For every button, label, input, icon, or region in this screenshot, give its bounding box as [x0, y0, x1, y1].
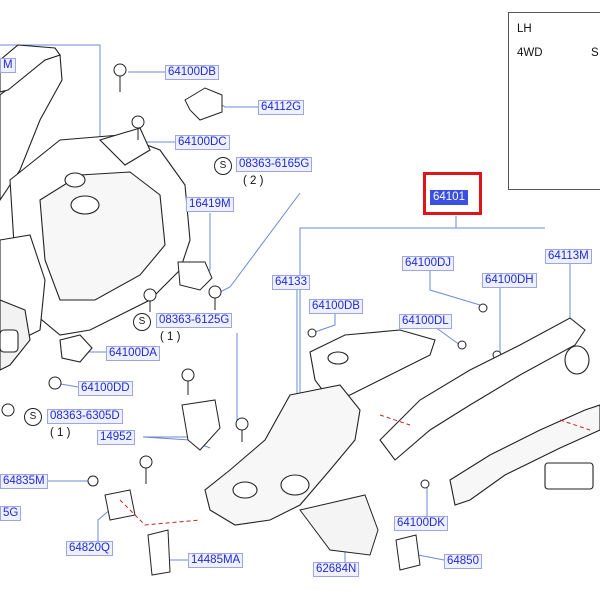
part-label-62684n[interactable]: 62684N	[313, 562, 360, 577]
part-label-64100dc[interactable]: 64100DC	[175, 135, 230, 150]
leader-14952	[143, 420, 191, 438]
part-label-5g[interactable]: 5G	[0, 506, 22, 521]
part-label-64133[interactable]: 64133	[272, 275, 310, 290]
part-label-64100db-b[interactable]: 64100DB	[309, 299, 363, 314]
left-apron-assembly	[0, 44, 191, 371]
standard-part-symbol: S	[214, 157, 232, 175]
front-side-member	[204, 317, 600, 526]
leader-64850	[417, 554, 445, 561]
quantity-6125g: ( 1 )	[160, 331, 181, 343]
part-label-m-top[interactable]: M	[0, 58, 16, 73]
standard-part-symbol: S	[133, 313, 151, 331]
quantity-6305d: ( 1 )	[50, 427, 71, 439]
part-label-64100dl[interactable]: 64100DL	[399, 314, 452, 329]
part-label-64101[interactable]: 64101	[430, 190, 468, 205]
part-label-64100db[interactable]: 64100DB	[165, 65, 219, 80]
brackets	[104, 87, 421, 576]
part-label-64850[interactable]: 64850	[444, 554, 482, 569]
highlight-box	[423, 172, 482, 215]
leader-64101	[299, 216, 457, 420]
part-label-64835m[interactable]: 64835M	[0, 474, 48, 489]
standard-part-symbol: S	[24, 408, 42, 426]
leader-left-top	[0, 44, 101, 140]
part-label-08363-6125g[interactable]: 08363-6125G	[156, 313, 233, 328]
part-label-14485ma[interactable]: 14485MA	[188, 553, 244, 568]
part-label-08363-6165g[interactable]: 08363-6165G	[236, 157, 313, 172]
leader-64820Q	[97, 507, 113, 548]
leader-08363-6165G	[219, 192, 301, 293]
inset-cut-letter: S	[591, 47, 599, 59]
part-label-14952[interactable]: 14952	[97, 430, 135, 445]
inset-drive-label: 4WD	[517, 47, 543, 59]
leader-64100DJ	[429, 268, 481, 306]
leader-64100DB-b	[311, 312, 336, 334]
inset-panel: LH 4WD S	[508, 12, 600, 190]
fasteners	[1, 63, 502, 489]
part-label-64100da[interactable]: 64100DA	[106, 346, 160, 361]
part-label-08363-6305d[interactable]: 08363-6305D	[47, 409, 123, 424]
part-label-64100dk[interactable]: 64100DK	[394, 516, 448, 531]
part-label-16419m[interactable]: 16419M	[186, 197, 234, 212]
part-label-64112g[interactable]: 64112G	[258, 100, 305, 115]
quantity-6165g: ( 2 )	[243, 175, 264, 187]
inset-side-label: LH	[517, 23, 532, 35]
part-label-64113m[interactable]: 64113M	[545, 249, 592, 264]
leader-64100DL	[434, 326, 461, 346]
part-label-64820q[interactable]: 64820Q	[66, 541, 113, 556]
dashed-lines	[119, 414, 591, 526]
part-label-64100dj[interactable]: 64100DJ	[402, 256, 455, 271]
part-label-64100dh[interactable]: 64100DH	[482, 273, 537, 288]
part-label-64100dd[interactable]: 64100DD	[78, 381, 133, 396]
